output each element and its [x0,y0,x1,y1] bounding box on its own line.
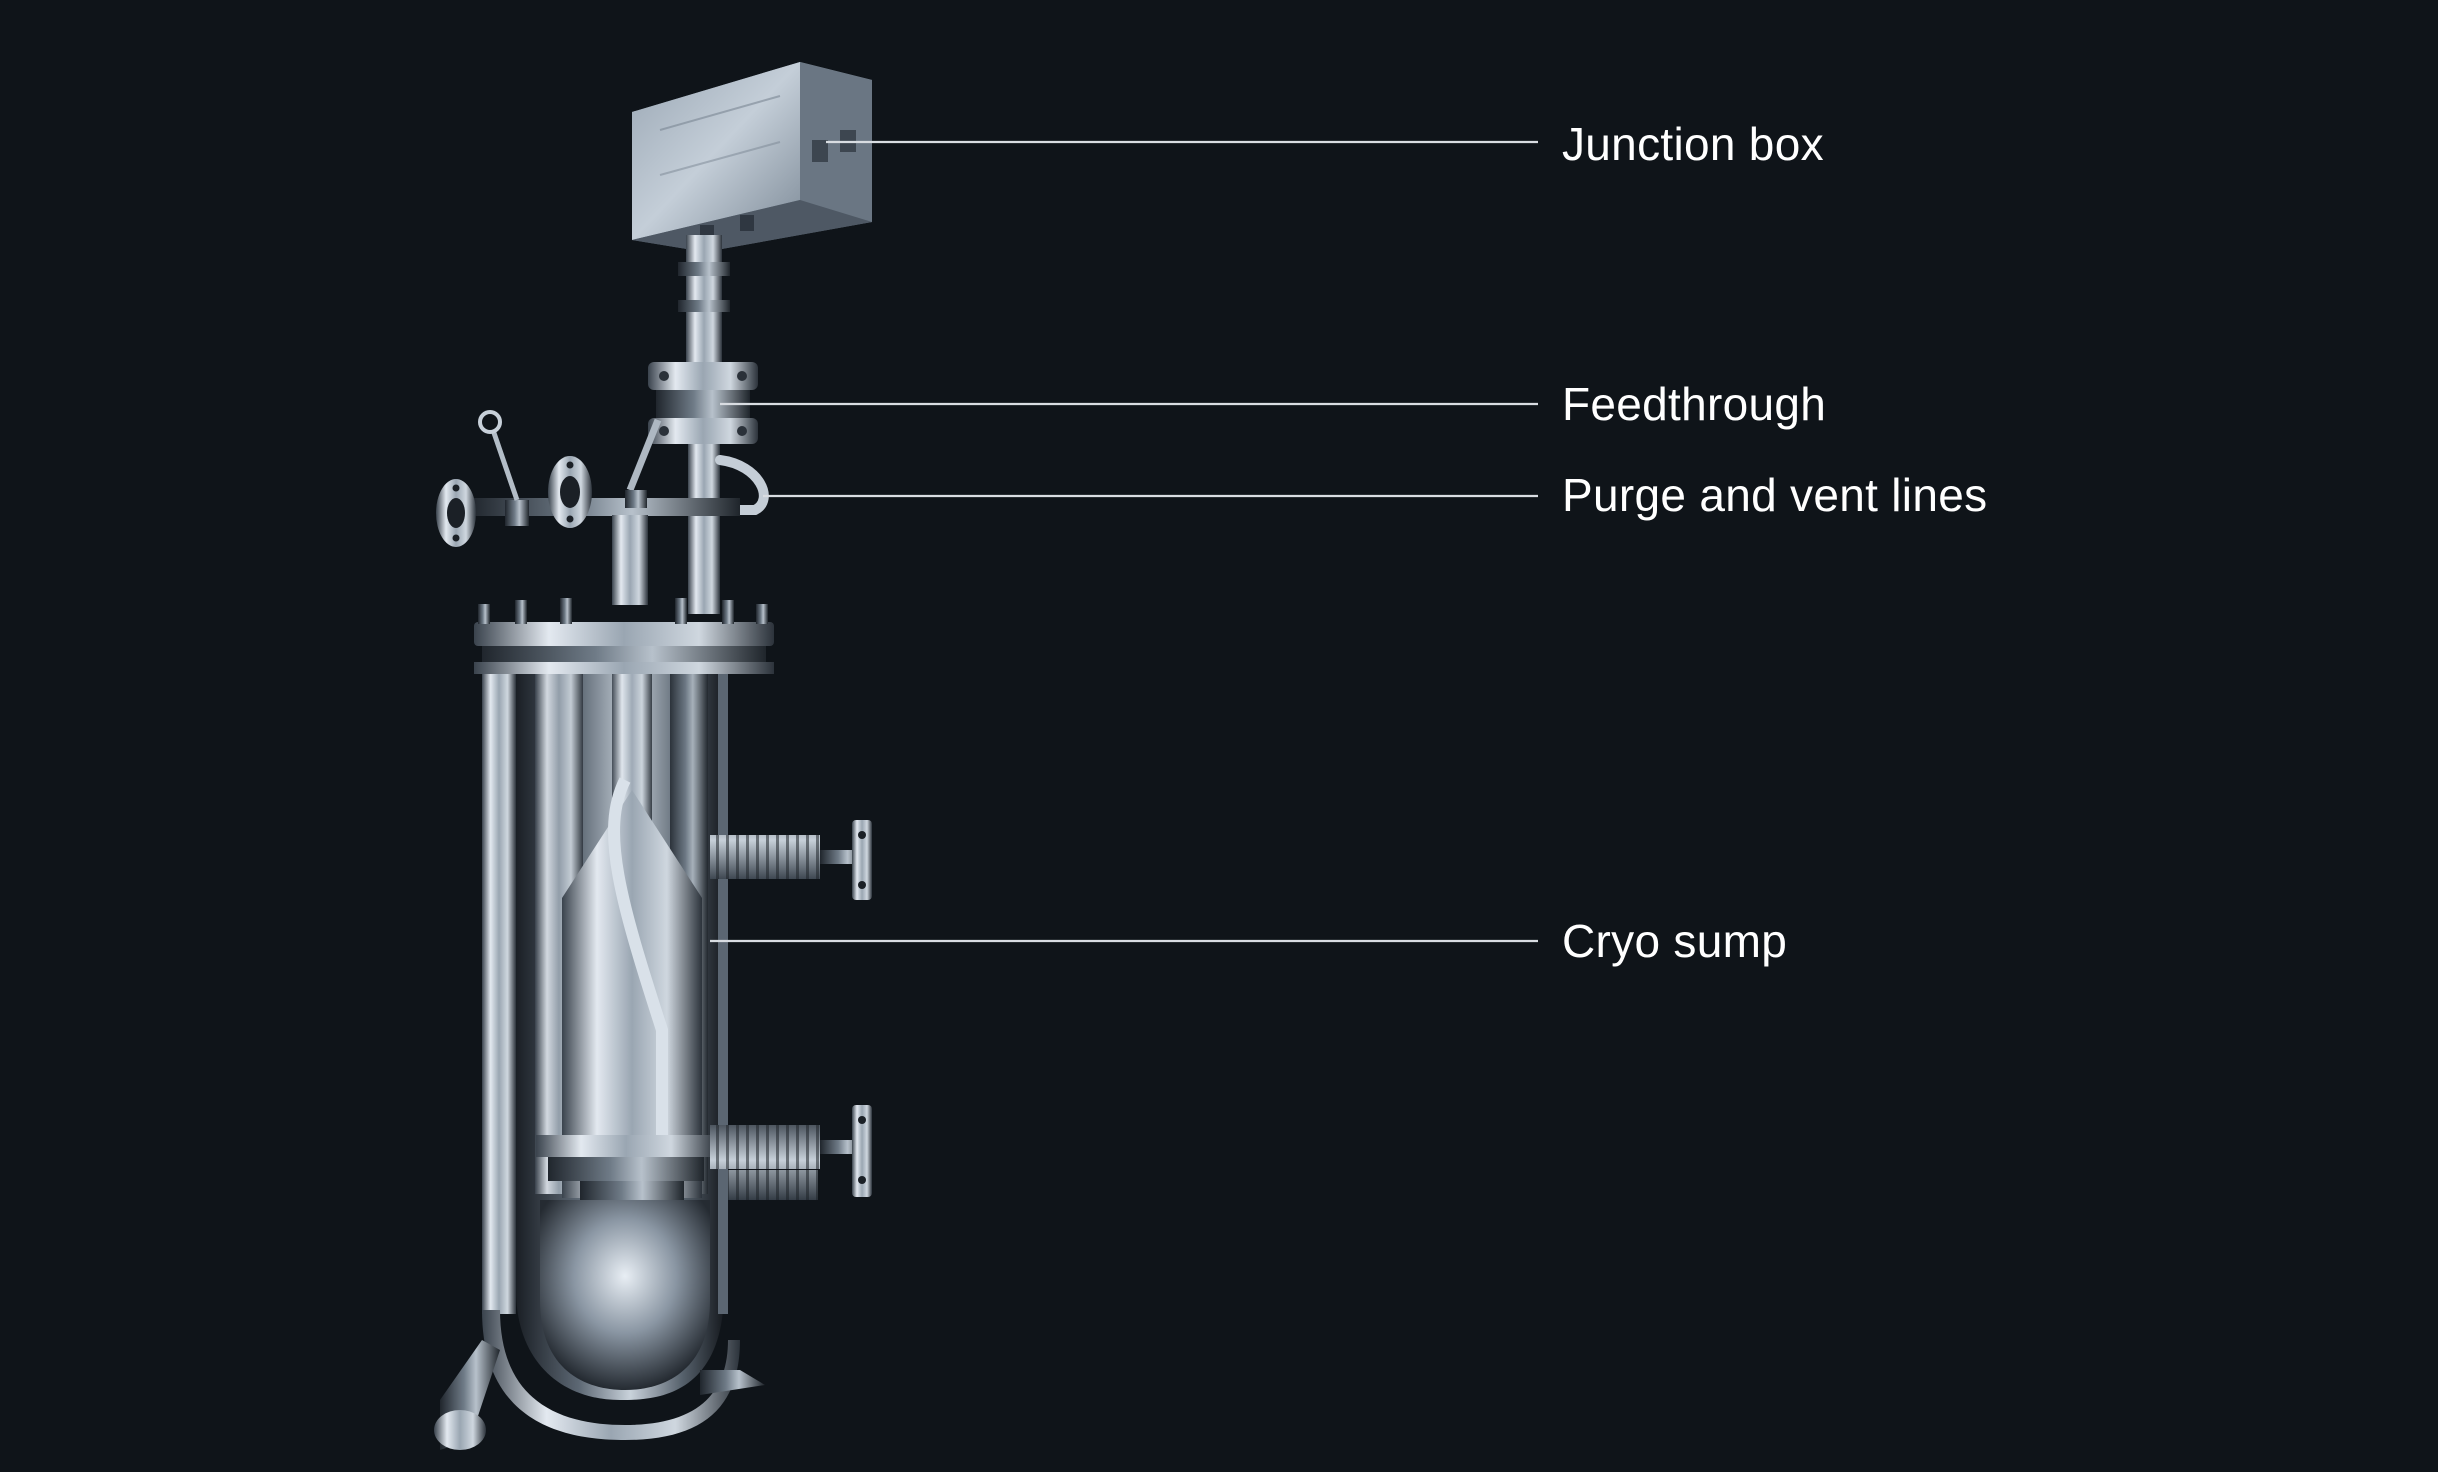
junction-box [632,62,872,252]
leader-lines [710,140,1538,943]
callout-feedthrough: Feedthrough [1562,378,1827,430]
purge-and-vent-lines [436,410,769,614]
feedthrough [648,235,758,534]
callout-junction-box: Junction box [1562,118,1824,170]
callout-cryo-sump: Cryo sump [1562,915,1788,967]
head-flange [474,598,774,674]
side-nozzles [710,820,872,1200]
callout-purge-and-vent-lines: Purge and vent lines [1562,469,1988,521]
vessel-body [434,674,765,1450]
